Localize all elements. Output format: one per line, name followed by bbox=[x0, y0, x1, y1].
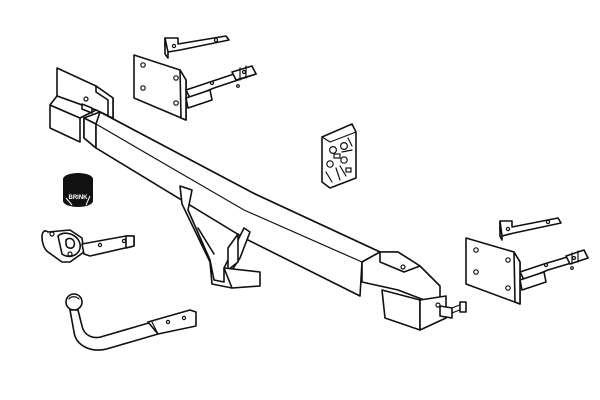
small-bracket-top bbox=[164, 35, 230, 59]
fastener-bag bbox=[321, 123, 357, 189]
tow-ball-neck bbox=[65, 293, 197, 351]
socket-plate bbox=[41, 229, 135, 263]
main-crossbar bbox=[49, 67, 467, 331]
brand-label: BRINK bbox=[69, 195, 89, 201]
small-bracket-right bbox=[499, 217, 562, 241]
socket-cap: BRINK bbox=[63, 173, 93, 207]
side-plate-top bbox=[133, 54, 257, 121]
center-drop-bracket bbox=[179, 185, 261, 289]
side-plate-right bbox=[465, 237, 589, 305]
